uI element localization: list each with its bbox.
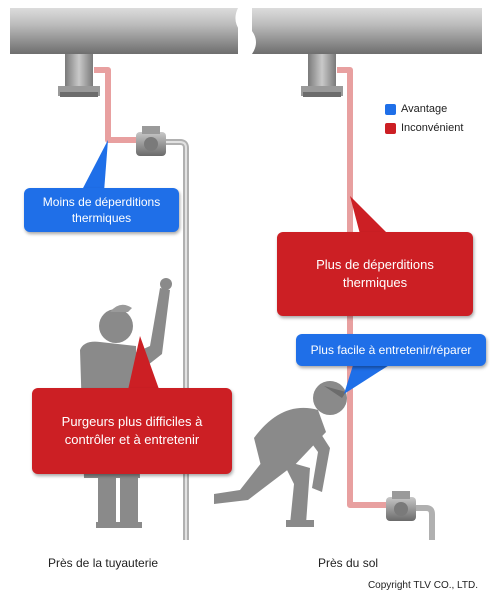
left-disadvantage-text: Purgeurs plus difficiles à contrôler et … [61,414,203,447]
legend-advantage-label: Avantage [401,103,448,115]
advantage-swatch [385,103,396,115]
left-advantage-text: Moins de déperditions thermiques [42,194,161,225]
left-drip-leg [58,54,100,97]
right-advantage-text: Plus facile à entretenir/réparer [310,342,472,357]
left-disadvantage-bubble: Purgeurs plus difficiles à contrôler et … [32,388,232,474]
right-drip-leg [301,54,343,97]
right-caption: Près du sol [318,556,379,570]
legend-advantage: Avantage [385,103,447,115]
right-advantage-bubble: Plus facile à entretenir/réparer [296,334,486,366]
right-steam-trap-icon [386,491,416,521]
legend-disadvantage-label: Inconvénient [401,122,464,134]
right-advantage-pointer [344,362,394,394]
left-advantage-pointer [82,140,108,192]
copyright-text: Copyright TLV CO., LTD. [367,580,478,591]
right-disadvantage-pointer [350,196,388,234]
left-hot-line [94,67,140,143]
right-disadvantage-text: Plus de déperditions thermiques [316,257,434,290]
left-disadvantage-pointer [128,336,160,392]
disadvantage-swatch [385,122,396,134]
left-advantage-bubble: Moins de déperditions thermiques [24,188,179,232]
right-condensate-pipe [416,505,435,540]
main-steam-pipe [10,8,482,54]
crouching-worker-figure [214,381,347,527]
left-steam-trap-icon [136,126,166,156]
left-caption: Près de la tuyauterie [48,556,159,570]
legend-disadvantage: Inconvénient [385,122,463,134]
right-disadvantage-bubble: Plus de déperditions thermiques [277,232,473,316]
